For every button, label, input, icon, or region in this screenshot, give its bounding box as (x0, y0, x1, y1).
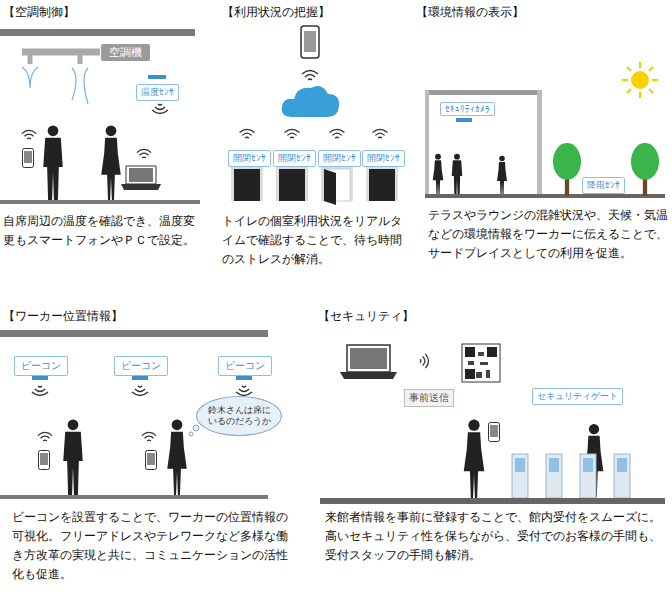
description: トイレの個室利用状況をリアルタイムで確認することで、待ち時間のストレスが解消。 (222, 212, 402, 269)
camera-tag: ｾｷｭﾘﾃｨｶﾒﾗ (440, 102, 495, 116)
description: 自席周辺の温度を確認でき、温度変更もスマートフォンやＰＣで設定。 (3, 212, 203, 250)
beacon-tag: ビーコン (218, 356, 272, 376)
beacon-tag: ビーコン (114, 356, 168, 376)
node-text: 開閉ｾﾝｻ (367, 152, 400, 165)
node-text: 降雨ｾﾝｻ (587, 179, 620, 192)
sensor-tag: 開閉ｾﾝｻ (318, 150, 361, 167)
description: テラスやラウンジの混雑状況や、天候・気温などの環境情報をワーカーに伝えることで、… (428, 206, 668, 263)
node-text: 開閉ｾﾝｻ (323, 152, 356, 165)
sensor-tag: 開閉ｾﾝｻ (273, 150, 316, 167)
node-text: セキュリティゲート (537, 390, 618, 403)
node-text: 開閉ｾﾝｻ (233, 152, 266, 165)
node-text: 開閉ｾﾝｻ (278, 152, 311, 165)
node-text: ビーコン (121, 359, 161, 373)
node-text: 鈴木さんは席にいるのだろうか (207, 405, 271, 427)
node-text: 空調機 (109, 45, 142, 60)
sensor-tag: 降雨ｾﾝｻ (582, 177, 625, 194)
air-conditioner-box: 空調機 (101, 44, 150, 61)
node-text: ｾｷｭﾘﾃｨｶﾒﾗ (445, 104, 490, 114)
panel-heading: 【セキュリティ】 (318, 308, 414, 324)
node-text: ビーコン (21, 359, 61, 373)
sensor-tag: 開閉ｾﾝｻ (362, 150, 405, 167)
beacon-tag: ビーコン (14, 356, 68, 376)
node-text: 事前送信 (409, 391, 449, 405)
description: ビーコンを設置することで、ワーカーの位置情報の可視化。フリーアドレスやテレワーク… (12, 508, 294, 584)
sensor-tag: 温度ｾﾝｻ (136, 84, 179, 101)
panel-heading: 【ワーカー位置情報】 (3, 308, 123, 324)
panel-heading: 【利用状況の把握】 (222, 4, 330, 20)
description: 来館者情報を事前に登録することで、館内受付をスムーズに。高いセキュリティ性を保ち… (325, 508, 665, 565)
node-text: ビーコン (225, 359, 265, 373)
send-tag: 事前送信 (404, 389, 454, 407)
thought-bubble: 鈴木さんは席にいるのだろうか (196, 396, 282, 436)
panel-heading: 【空調制御】 (3, 4, 75, 20)
gate-tag: セキュリティゲート (532, 388, 623, 405)
sensor-tag: 開閉ｾﾝｻ (228, 150, 271, 167)
node-text: 温度ｾﾝｻ (141, 86, 174, 99)
panel-heading: 【環境情報の表示】 (416, 4, 524, 20)
